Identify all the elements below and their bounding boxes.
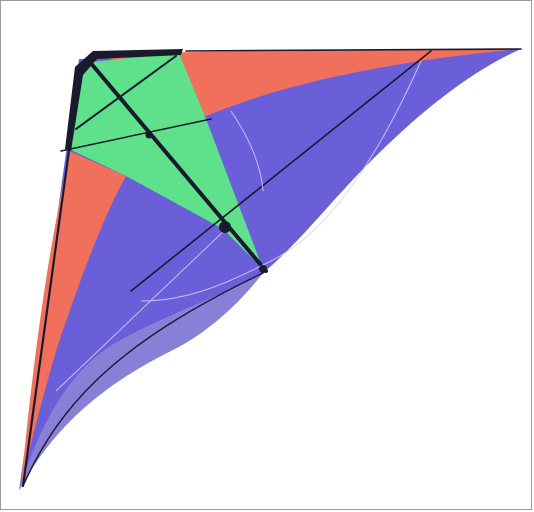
- kite-tail-fitting: [259, 265, 267, 273]
- kite-sail-green: [69, 53, 263, 269]
- kite-sail-red-top: [101, 49, 521, 116]
- kite-stitching: [55, 60, 422, 392]
- kite-spine-fitting: [145, 131, 153, 139]
- kite-center-connector: [219, 221, 231, 233]
- kite-sail-blue-shade: [19, 273, 263, 491]
- kite-sail-red-left: [21, 151, 126, 486]
- kite-spars: [21, 48, 522, 488]
